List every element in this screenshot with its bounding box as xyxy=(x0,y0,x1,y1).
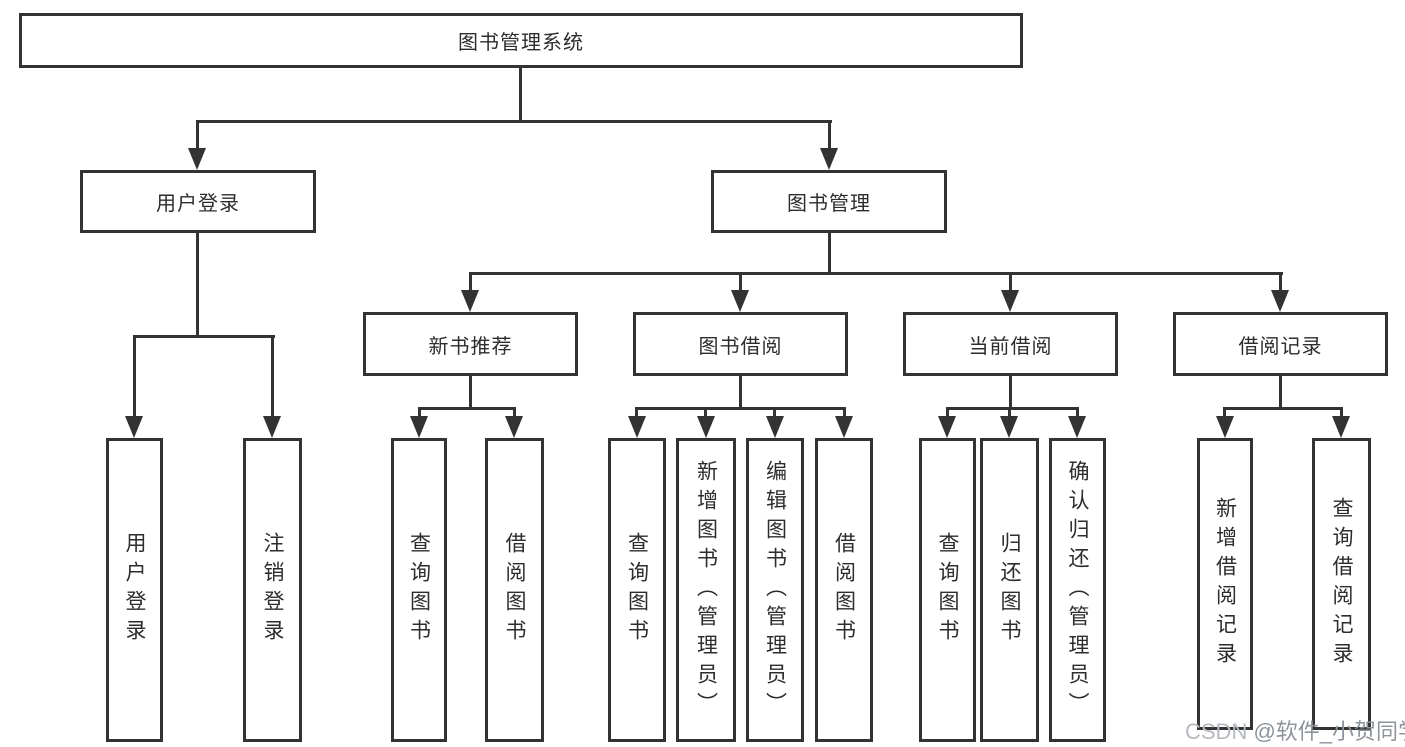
node-label: 图书管理 xyxy=(787,193,871,215)
node-book-borrowing: 图书借阅 xyxy=(633,312,848,376)
node-label: 图书管理系统 xyxy=(458,32,584,54)
leaf-label: 查询借阅记录 xyxy=(1330,497,1353,671)
arrowhead-icon xyxy=(410,416,428,438)
connector-vline xyxy=(1279,272,1282,292)
leaf-label: 编辑图书（管理员） xyxy=(763,459,787,721)
connector-vline xyxy=(196,120,199,150)
leaf-confirm-return-admin: 确认归还（管理员） xyxy=(1049,438,1106,742)
leaf-label: 查询图书 xyxy=(625,532,649,648)
arrowhead-icon xyxy=(731,290,749,312)
arrowhead-icon xyxy=(628,416,646,438)
leaf-query-books-recommend: 查询图书 xyxy=(391,438,447,742)
leaf-query-borrow-record: 查询借阅记录 xyxy=(1312,438,1371,730)
connector-vline xyxy=(1009,272,1012,292)
arrowhead-icon xyxy=(1216,416,1234,438)
connector-vline xyxy=(1009,376,1012,407)
leaf-label: 注销登录 xyxy=(261,532,284,648)
arrowhead-icon xyxy=(1068,416,1086,438)
leaf-borrow-books-recommend: 借阅图书 xyxy=(485,438,544,742)
connector-vline xyxy=(418,407,421,418)
connector-vline xyxy=(469,376,472,407)
leaf-return-book: 归还图书 xyxy=(980,438,1039,742)
leaf-label: 借阅图书 xyxy=(503,532,526,648)
connector-hline xyxy=(469,272,1283,275)
leaf-add-borrow-record: 新增借阅记录 xyxy=(1197,438,1253,730)
leaf-edit-book-admin: 编辑图书（管理员） xyxy=(746,438,804,742)
leaf-label: 查询图书 xyxy=(936,532,959,648)
connector-vline xyxy=(1223,407,1226,418)
connector-vline xyxy=(1340,407,1343,418)
node-new-book-recommend: 新书推荐 xyxy=(363,312,578,376)
connector-hline xyxy=(1224,407,1343,410)
leaf-label: 归还图书 xyxy=(998,532,1021,648)
leaf-label: 确认归还（管理员） xyxy=(1066,459,1089,721)
leaf-user-login: 用户登录 xyxy=(106,438,163,742)
connector-hline xyxy=(946,407,1079,410)
leaf-label: 借阅图书 xyxy=(832,532,856,648)
connector-vline xyxy=(196,233,199,335)
node-library-management-system: 图书管理系统 xyxy=(19,13,1023,68)
arrowhead-icon xyxy=(505,416,523,438)
connector-vline xyxy=(133,335,136,418)
connector-hline xyxy=(418,407,516,410)
node-label: 图书借阅 xyxy=(698,335,783,358)
arrowhead-icon xyxy=(1332,416,1350,438)
connector-vline xyxy=(739,272,742,292)
node-label: 新书推荐 xyxy=(428,335,513,358)
connector-vline xyxy=(828,120,831,150)
connector-vline xyxy=(843,407,846,418)
connector-vline xyxy=(271,335,274,418)
arrowhead-icon xyxy=(1000,416,1018,438)
connector-hline xyxy=(635,407,846,410)
watermark: CSDN @软件_小贺同学 xyxy=(1185,714,1405,746)
arrowhead-icon xyxy=(938,416,956,438)
watermark-author: @软件_小贺同学 xyxy=(1253,719,1405,744)
connector-vline xyxy=(469,272,472,292)
arrowhead-icon xyxy=(461,290,479,312)
leaf-label: 用户登录 xyxy=(123,532,146,648)
connector-vline xyxy=(1076,407,1079,418)
connector-hline xyxy=(196,120,832,123)
node-current-borrowing: 当前借阅 xyxy=(903,312,1118,376)
leaf-add-book-admin: 新增图书（管理员） xyxy=(676,438,736,742)
arrowhead-icon xyxy=(188,148,206,170)
arrowhead-icon xyxy=(697,416,715,438)
connector-vline xyxy=(1008,407,1011,418)
connector-hline xyxy=(133,335,275,338)
leaf-label: 新增借阅记录 xyxy=(1213,497,1237,671)
arrowhead-icon xyxy=(820,148,838,170)
connector-vline xyxy=(773,407,776,418)
node-label: 当前借阅 xyxy=(968,335,1053,358)
leaf-query-books-current: 查询图书 xyxy=(919,438,976,742)
leaf-label: 查询图书 xyxy=(407,532,431,648)
connector-vline xyxy=(1279,376,1282,407)
connector-vline xyxy=(739,376,742,407)
leaf-logout: 注销登录 xyxy=(243,438,302,742)
node-user-login: 用户登录 xyxy=(80,170,316,233)
arrowhead-icon xyxy=(835,416,853,438)
watermark-brand: CSDN xyxy=(1185,719,1254,744)
connector-vline xyxy=(704,407,707,418)
arrowhead-icon xyxy=(125,416,143,438)
leaf-borrow-books: 借阅图书 xyxy=(815,438,873,742)
connector-vline xyxy=(519,68,522,120)
leaf-label: 新增图书（管理员） xyxy=(694,459,718,721)
arrowhead-icon xyxy=(263,416,281,438)
connector-vline xyxy=(828,233,831,272)
connector-vline xyxy=(635,407,638,418)
connector-vline xyxy=(946,407,949,418)
node-book-management: 图书管理 xyxy=(711,170,947,233)
arrowhead-icon xyxy=(1271,290,1289,312)
node-label: 用户登录 xyxy=(156,193,240,215)
leaf-query-books-borrowing: 查询图书 xyxy=(608,438,666,742)
node-label: 借阅记录 xyxy=(1238,335,1323,358)
arrowhead-icon xyxy=(1001,290,1019,312)
node-borrowing-records: 借阅记录 xyxy=(1173,312,1388,376)
connector-vline xyxy=(513,407,516,418)
arrowhead-icon xyxy=(766,416,784,438)
